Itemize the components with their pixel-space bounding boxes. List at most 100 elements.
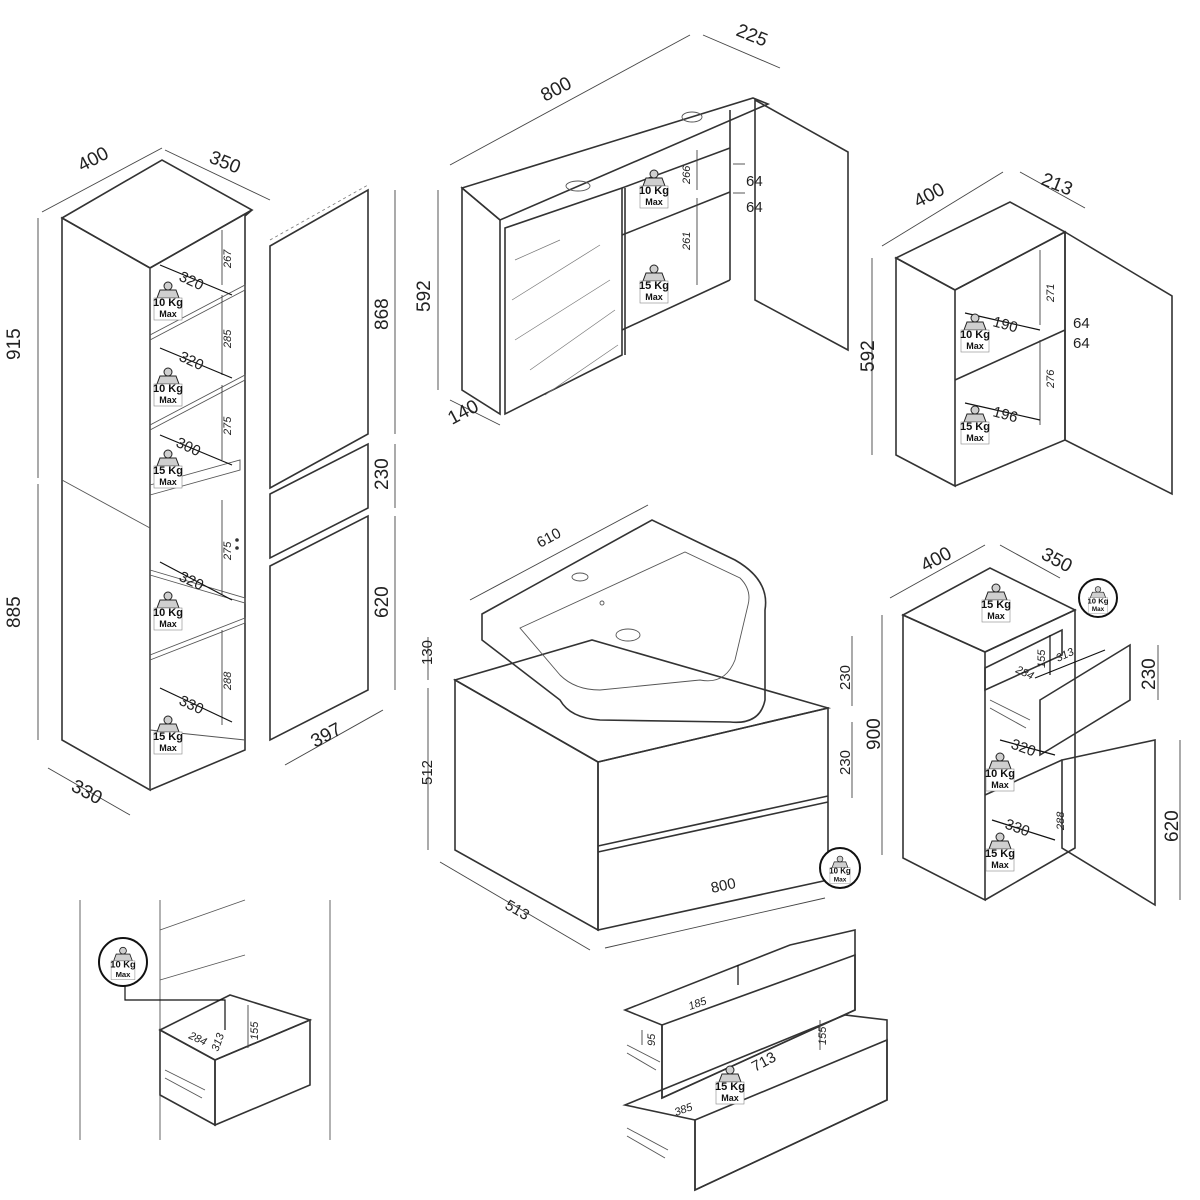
wall-cabinet: 400 213 592 271 276 64 64 190 196 10 Kg … <box>858 169 1173 496</box>
detail-inner-width: 313 <box>210 1031 228 1053</box>
tall-shelf-depth-5: 330 <box>176 692 206 718</box>
vanity-detail-dim-2: 95 <box>646 1033 658 1046</box>
svg-text:Max: Max <box>159 309 177 319</box>
side-height: 900 <box>864 718 885 750</box>
wall-depth: 213 <box>1038 169 1075 200</box>
svg-text:15 Kg: 15 Kg <box>960 421 990 433</box>
svg-text:10 Kg: 10 Kg <box>153 383 183 395</box>
mirror-width: 800 <box>537 73 575 106</box>
tall-shelf-height-1: 267 <box>222 249 234 269</box>
svg-text:10 Kg: 10 Kg <box>639 185 669 197</box>
tall-width: 400 <box>74 143 112 176</box>
side-drawer-inner-height: 155 <box>1036 649 1048 668</box>
svg-text:Max: Max <box>834 876 847 883</box>
svg-text:Max: Max <box>991 780 1009 790</box>
tall-shelf-height-3: 275 <box>222 416 234 436</box>
svg-text:10 Kg: 10 Kg <box>1088 596 1109 605</box>
weight-icon: 15 Kg Max <box>960 405 990 445</box>
side-drawer-inner-depth: 284 <box>1013 663 1036 682</box>
detail-inner-height: 155 <box>249 1021 261 1040</box>
svg-text:Max: Max <box>991 860 1009 870</box>
drawer-front-height: 230 <box>372 458 393 490</box>
basin-height: 130 <box>419 640 436 665</box>
side-depth: 350 <box>1038 544 1076 577</box>
weight-badge: 10 Kg Max <box>98 937 148 987</box>
side-shelf-height: 288 <box>1055 811 1067 831</box>
weight-icon: 15 Kg Max <box>981 583 1011 623</box>
wall-shelf-depth-2: 196 <box>991 403 1020 426</box>
mirror-height: 592 <box>414 280 435 312</box>
wall-gap-1: 64 <box>1073 315 1090 332</box>
svg-text:15 Kg: 15 Kg <box>153 731 183 743</box>
drawer-detail: 155 284 313 10 Kg Max <box>79 899 331 1140</box>
door-top-height: 868 <box>372 298 393 330</box>
svg-text:Max: Max <box>159 395 177 405</box>
tall-depth: 350 <box>206 147 243 178</box>
svg-text:15 Kg: 15 Kg <box>639 280 669 292</box>
weight-icon: 10 Kg Max <box>153 281 183 321</box>
wall-shelf-height-2: 276 <box>1045 369 1057 389</box>
wall-shelf-height-1: 271 <box>1045 284 1057 303</box>
door-bottom-height: 620 <box>372 586 393 618</box>
svg-text:Max: Max <box>645 292 663 302</box>
svg-text:Max: Max <box>159 743 177 753</box>
svg-text:10 Kg: 10 Kg <box>153 297 183 309</box>
tall-height-bottom: 885 <box>4 596 25 628</box>
wall-gap-2: 64 <box>1073 335 1090 352</box>
svg-text:10 Kg: 10 Kg <box>829 866 851 875</box>
weight-icon: 10 Kg Max <box>110 946 136 981</box>
wall-height: 592 <box>858 340 879 372</box>
tall-height-top: 915 <box>4 328 25 360</box>
side-drawer-height: 230 <box>1139 658 1160 690</box>
mirror-side-depth: 140 <box>444 396 482 429</box>
weight-icon: 15 Kg Max <box>715 1065 745 1105</box>
weight-icon: 15 Kg Max <box>153 715 183 755</box>
vanity-body-height: 512 <box>419 760 436 785</box>
tall-doors: 868 230 620 397 <box>269 184 396 766</box>
weight-badge: 10 Kg Max <box>819 847 861 889</box>
weight-icon: 15 Kg Max <box>639 264 669 304</box>
weight-icon: 15 Kg Max <box>153 449 183 489</box>
weight-icon: 10 Kg Max <box>153 367 183 407</box>
wall-width: 400 <box>910 179 948 212</box>
svg-text:10 Kg: 10 Kg <box>985 768 1015 780</box>
svg-text:10 Kg: 10 Kg <box>960 329 990 341</box>
svg-text:Max: Max <box>987 611 1005 621</box>
mirror-gap-1: 64 <box>746 173 763 190</box>
vanity-drawers-detail: 185 95 155 713 385 10 Kg Max 15 Kg Max <box>622 847 888 1192</box>
vanity-detail-dim-3: 155 <box>817 1026 829 1045</box>
weight-icon: 10 Kg Max <box>829 855 851 884</box>
weight-icon: 10 Kg Max <box>1088 586 1109 614</box>
svg-text:Max: Max <box>721 1093 739 1103</box>
weight-icon: 10 Kg Max <box>153 591 183 631</box>
tall-shelf-height-4: 275 <box>222 541 234 561</box>
svg-text:15 Kg: 15 Kg <box>985 848 1015 860</box>
weight-icon: 15 Kg Max <box>985 832 1015 872</box>
vanity-drawer-height-2: 230 <box>837 750 854 775</box>
weight-badge: 10 Kg Max <box>1078 578 1118 618</box>
svg-text:Max: Max <box>116 970 132 979</box>
svg-text:Max: Max <box>1092 606 1105 613</box>
side-cabinet: 400 350 900 230 620 155 284 313 320 330 … <box>864 543 1183 907</box>
mirror-depth: 225 <box>733 20 770 51</box>
svg-text:10 Kg: 10 Kg <box>153 607 183 619</box>
tall-shelf-depth-3: 300 <box>173 434 203 460</box>
tall-shelf-height-5: 288 <box>222 671 234 691</box>
svg-text:15 Kg: 15 Kg <box>153 465 183 477</box>
weight-icon: 10 Kg Max <box>639 169 669 209</box>
svg-text:Max: Max <box>645 197 663 207</box>
tall-shelf-height-2: 285 <box>222 329 234 349</box>
side-drawer-inner-width: 313 <box>1054 646 1077 665</box>
tall-shelf-depth-1: 320 <box>176 268 206 294</box>
door-width: 397 <box>307 719 345 752</box>
weight-icon: 10 Kg Max <box>960 313 990 353</box>
vanity-detail-dim-5: 385 <box>673 1101 695 1119</box>
side-shelf-depth-1: 320 <box>1009 736 1038 761</box>
mirror-shelf-height-1: 266 <box>681 165 693 185</box>
side-width: 400 <box>917 543 955 576</box>
mirror-shelf-height-2: 261 <box>681 232 693 251</box>
vanity-width: 800 <box>709 875 737 897</box>
weight-icon: 10 Kg Max <box>985 752 1015 792</box>
